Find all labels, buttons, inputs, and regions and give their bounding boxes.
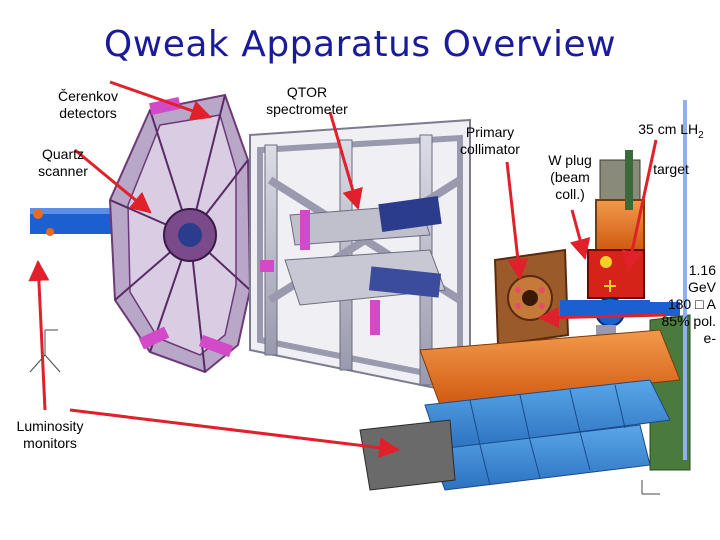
label-qtor-spectrometer: QTOR spectrometer (266, 84, 348, 117)
cerenkov-detector-ring (108, 93, 252, 374)
label-quartz-scanner: Quartz scanner (38, 146, 88, 179)
label-lh2-target: 35 cm LH2 target (626, 104, 716, 178)
arrow-quartz (74, 148, 152, 214)
base-plate (359, 419, 456, 491)
arrow-lumi-left (28, 259, 50, 411)
arrow-cerenkov (109, 80, 212, 121)
target-subscript: 2 (698, 129, 704, 141)
arrow-lumi-right (69, 408, 401, 459)
arrow-target (621, 139, 658, 273)
arrow-qtor (328, 111, 363, 211)
shielding-blocks (419, 314, 691, 491)
target-length: 35 cm LH (638, 121, 699, 137)
label-primary-collimator: Primary collimator (460, 124, 520, 157)
label-w-plug: W plug (beam coll.) (548, 152, 592, 202)
right-edge-bar (683, 100, 687, 460)
annotation-arrows (28, 80, 666, 459)
downstream-beamline (640, 302, 680, 316)
arrow-wplug (569, 209, 591, 261)
label-beam-parameters: 1.16 GeV 180 □ A 85% pol. e- (661, 262, 716, 346)
scale-marker (641, 480, 660, 495)
primary-collimator (493, 248, 570, 347)
label-cerenkov-detectors: Čerenkov detectors (58, 88, 118, 121)
arrow-beam (537, 307, 666, 329)
qtor-frame (249, 118, 471, 397)
arrow-collimator (505, 161, 529, 281)
axis-triad (29, 329, 61, 373)
label-luminosity-monitors: Luminosity monitors (16, 418, 84, 451)
target-word: target (653, 160, 689, 177)
slide-title: Qweak Apparatus Overview (103, 24, 617, 65)
